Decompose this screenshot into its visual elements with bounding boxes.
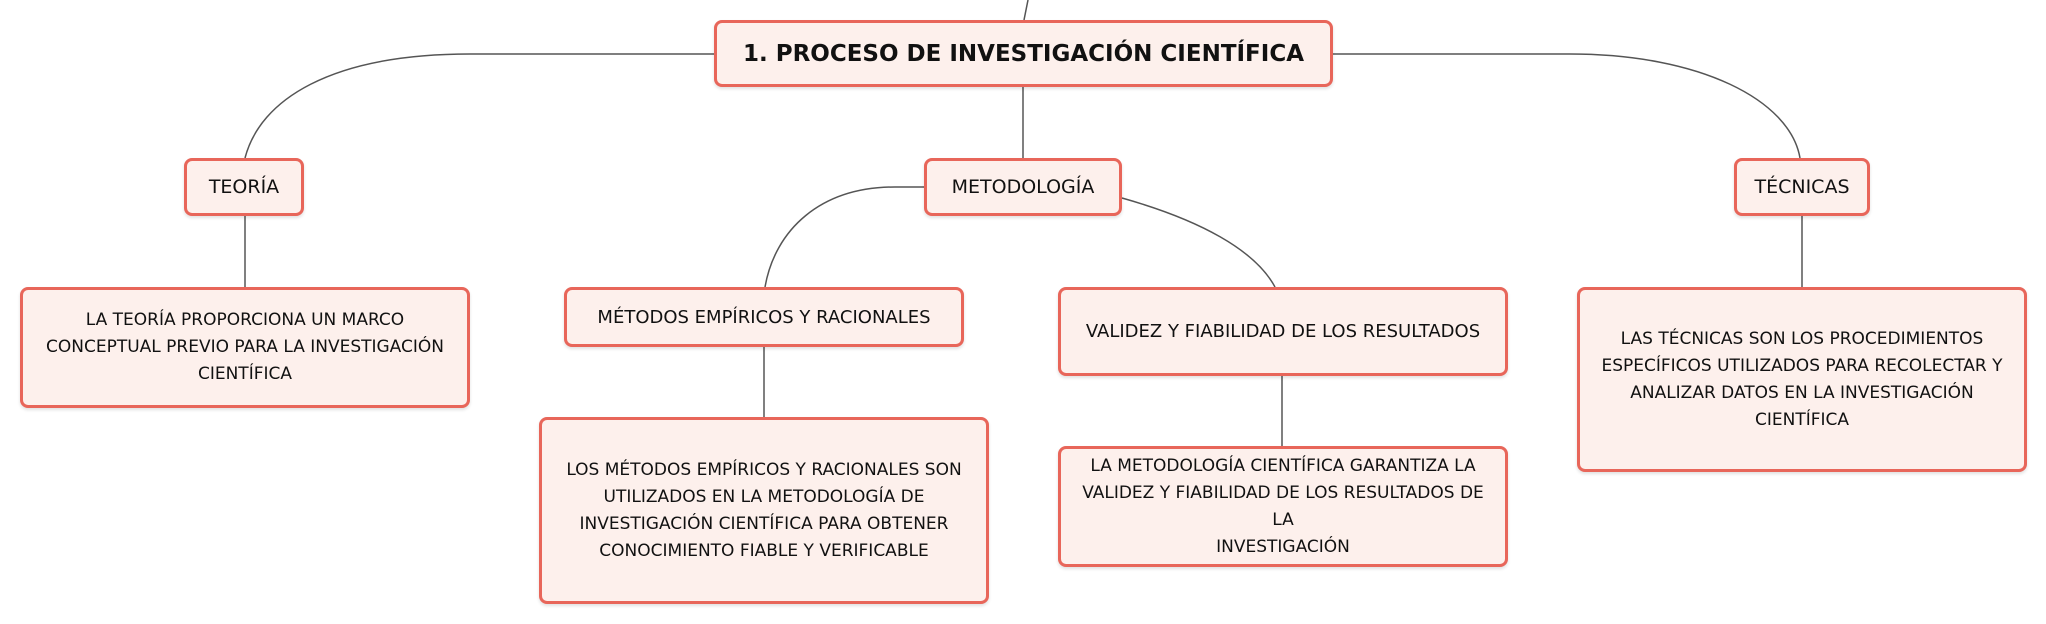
detail-text-teoria: LA TEORÍA PROPORCIONA UN MARCO CONCEPTUA… [45,310,444,384]
topic-node-tecnicas[interactable]: TÉCNICAS [1734,158,1870,216]
detail-node-validez[interactable]: LA METODOLOGÍA CIENTÍFICA GARANTIZA LA V… [1058,446,1508,567]
topic-label-tecnicas: TÉCNICAS [1754,176,1850,198]
detail-text-metodos: LOS MÉTODOS EMPÍRICOS Y RACIONALES SON U… [566,459,962,561]
root-node[interactable]: 1. PROCESO DE INVESTIGACIÓN CIENTÍFICA [714,20,1333,87]
detail-node-metodos[interactable]: LOS MÉTODOS EMPÍRICOS Y RACIONALES SON U… [539,417,989,604]
subtopic-label-metodos: MÉTODOS EMPÍRICOS Y RACIONALES [597,306,931,328]
topic-label-metodologia: METODOLOGÍA [951,176,1095,198]
topic-label-teoria: TEORÍA [208,176,280,198]
detail-node-tecnicas[interactable]: LAS TÉCNICAS SON LOS PROCEDIMIENTOS ESPE… [1577,287,2027,472]
detail-node-teoria[interactable]: LA TEORÍA PROPORCIONA UN MARCO CONCEPTUA… [20,287,470,408]
connector-metodologia-metodos [764,186,924,288]
subtopic-label-validez: VALIDEZ Y FIABILIDAD DE LOS RESULTADOS [1085,321,1481,342]
subtopic-node-validez[interactable]: VALIDEZ Y FIABILIDAD DE LOS RESULTADOS [1058,287,1508,376]
detail-text-tecnicas: LAS TÉCNICAS SON LOS PROCEDIMIENTOS ESPE… [1601,328,2003,430]
detail-text-validez: LA METODOLOGÍA CIENTÍFICA GARANTIZA LA V… [1082,455,1484,557]
subtopic-node-metodos[interactable]: MÉTODOS EMPÍRICOS Y RACIONALES [564,287,964,347]
connector-metodologia-validez [1121,197,1276,288]
connector-root-tecnicas [1333,53,1801,159]
connector-root-teoria [244,53,714,159]
topic-node-teoria[interactable]: TEORÍA [184,158,304,216]
topic-node-metodologia[interactable]: METODOLOGÍA [924,158,1122,216]
connector-incoming [1023,0,1029,21]
root-label: 1. PROCESO DE INVESTIGACIÓN CIENTÍFICA [742,40,1305,67]
